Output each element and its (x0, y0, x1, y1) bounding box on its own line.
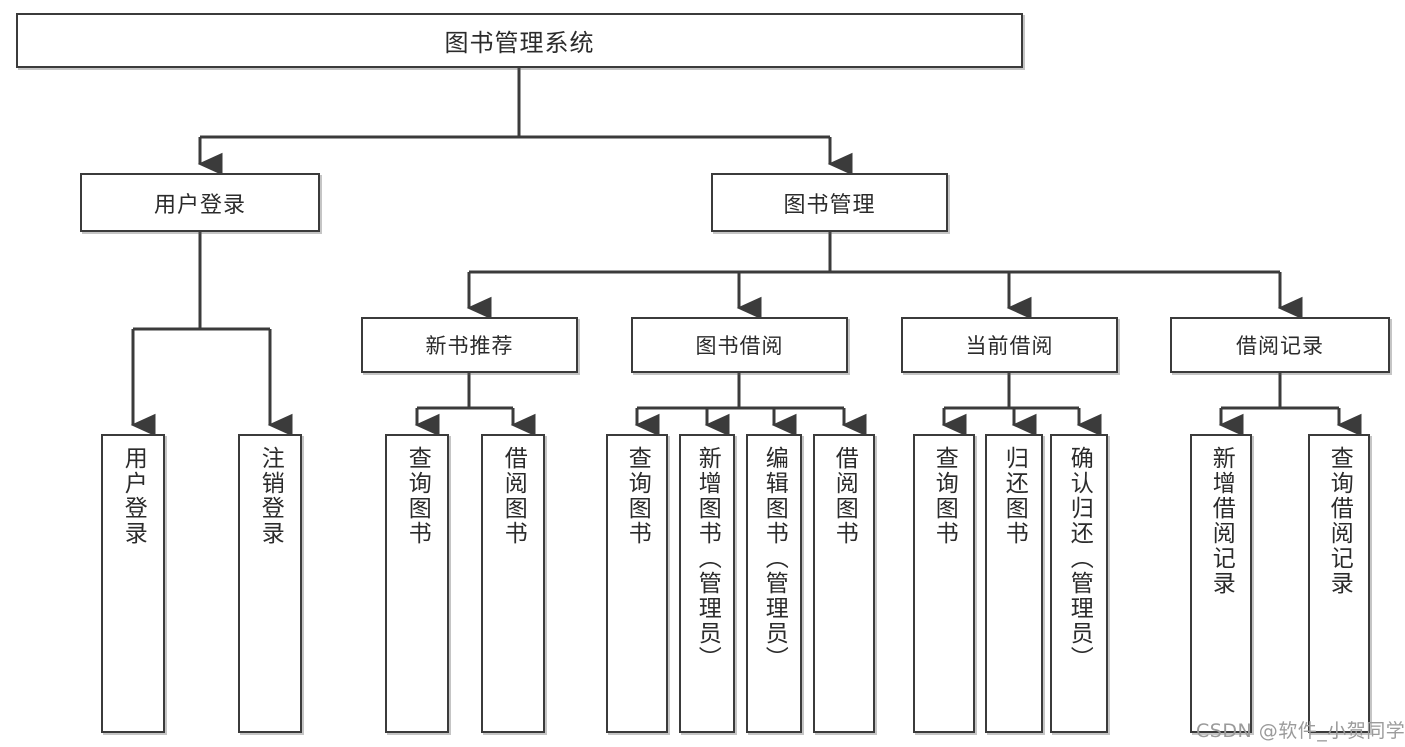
leaf-user-logout[interactable]: 注销登录 (238, 434, 302, 733)
node-book-manage[interactable]: 图书管理 (711, 173, 948, 232)
leaf-confirm-return-admin[interactable]: 确认归还（管理员） (1050, 434, 1108, 733)
leaf-query-book-current[interactable]: 查询图书 (913, 434, 975, 733)
leaf-edit-book-admin-label: 编辑图书（管理员） (761, 446, 788, 671)
leaf-user-login-label: 用户登录 (120, 446, 147, 546)
leaf-add-borrow-record[interactable]: 新增借阅记录 (1190, 434, 1252, 733)
leaf-return-book-label: 归还图书 (1001, 446, 1028, 546)
leaf-add-book-admin[interactable]: 新增图书（管理员） (679, 434, 735, 733)
node-new-book-recommend-label: 新书推荐 (425, 334, 514, 358)
leaf-borrow-book-label: 借阅图书 (831, 446, 858, 546)
leaf-borrow-book-recommend[interactable]: 借阅图书 (481, 434, 545, 733)
node-root-label: 图书管理系统 (444, 29, 595, 57)
node-new-book-recommend[interactable]: 新书推荐 (361, 317, 578, 373)
node-borrow-record[interactable]: 借阅记录 (1170, 317, 1390, 373)
leaf-add-borrow-record-label: 新增借阅记录 (1208, 446, 1235, 596)
leaf-user-logout-label: 注销登录 (257, 446, 284, 546)
leaf-query-book-borrow[interactable]: 查询图书 (606, 434, 668, 733)
leaf-borrow-book-recommend-label: 借阅图书 (500, 446, 527, 546)
node-book-borrow-label: 图书借阅 (695, 334, 784, 358)
node-book-manage-label: 图书管理 (783, 192, 876, 218)
leaf-confirm-return-admin-label: 确认归还（管理员） (1066, 446, 1093, 671)
node-current-borrow[interactable]: 当前借阅 (901, 317, 1118, 373)
node-root-system[interactable]: 图书管理系统 (16, 13, 1023, 68)
node-user-login-label: 用户登录 (153, 192, 246, 218)
node-borrow-record-label: 借阅记录 (1236, 334, 1324, 358)
leaf-query-book-recommend-label: 查询图书 (404, 446, 431, 546)
leaf-add-book-admin-label: 新增图书（管理员） (694, 446, 721, 671)
leaf-query-book-recommend[interactable]: 查询图书 (385, 434, 449, 733)
leaf-query-book-current-label: 查询图书 (931, 446, 958, 546)
node-current-borrow-label: 当前借阅 (965, 334, 1054, 358)
leaf-return-book[interactable]: 归还图书 (985, 434, 1043, 733)
leaf-borrow-book[interactable]: 借阅图书 (813, 434, 875, 733)
leaf-query-borrow-record[interactable]: 查询借阅记录 (1308, 434, 1370, 733)
leaf-edit-book-admin[interactable]: 编辑图书（管理员） (746, 434, 802, 733)
node-book-borrow[interactable]: 图书借阅 (631, 317, 848, 373)
node-user-login[interactable]: 用户登录 (80, 173, 320, 232)
leaf-query-book-borrow-label: 查询图书 (624, 446, 651, 546)
leaf-query-borrow-record-label: 查询借阅记录 (1326, 446, 1353, 596)
leaf-user-login[interactable]: 用户登录 (101, 434, 165, 733)
